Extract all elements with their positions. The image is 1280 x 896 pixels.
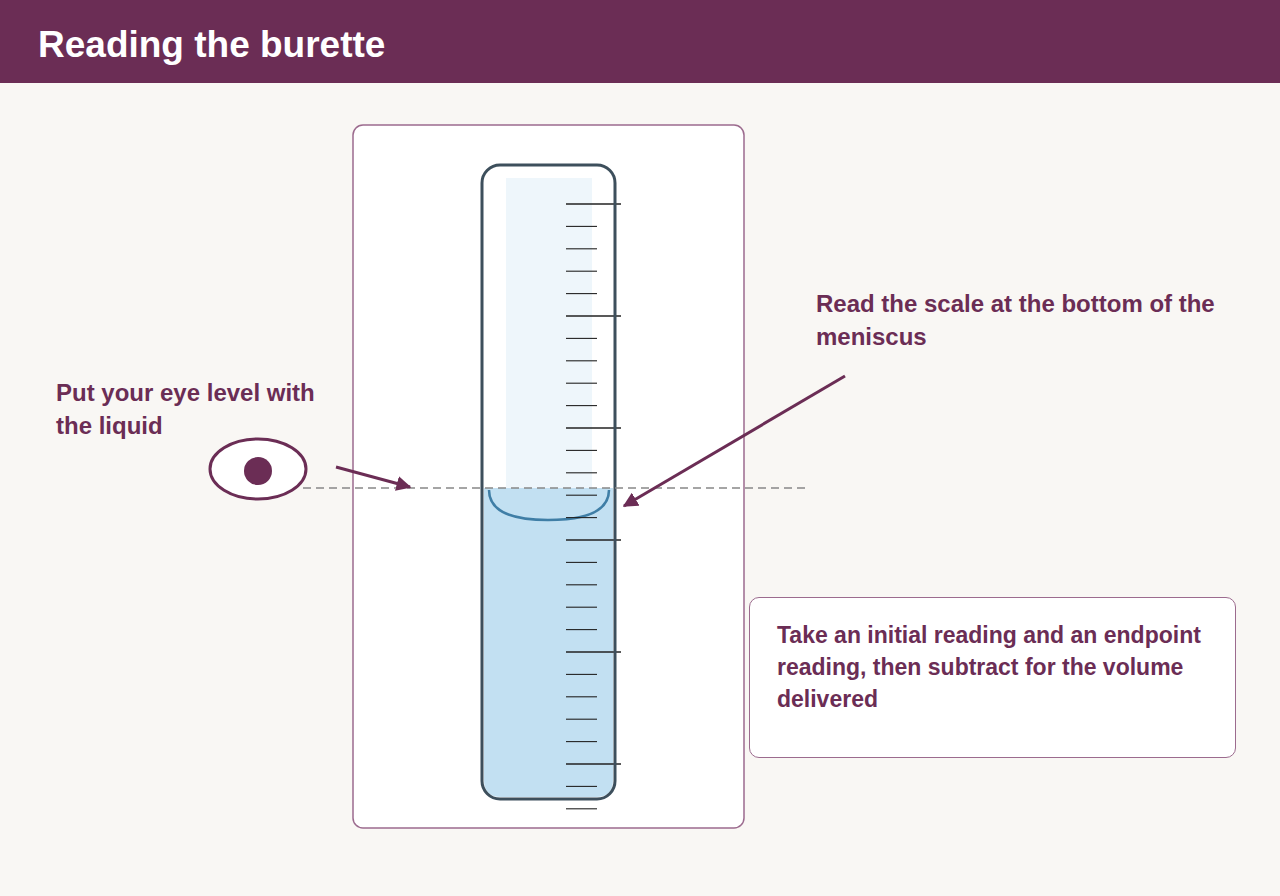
liquid xyxy=(484,488,613,797)
scale-tick xyxy=(566,741,597,742)
leader-arrow xyxy=(624,376,845,506)
callout-text: Put your eye level with the liquid xyxy=(56,376,326,442)
scale-tick xyxy=(566,203,621,205)
glass-highlight xyxy=(506,178,592,488)
scale-tick xyxy=(566,472,597,473)
burette-outline xyxy=(482,165,615,799)
eye-outline xyxy=(210,439,306,499)
panel xyxy=(353,125,744,828)
scale-tick xyxy=(566,248,597,249)
scale-tick xyxy=(566,651,621,653)
scale-tick xyxy=(566,360,597,361)
scale-tick xyxy=(566,383,597,384)
scale-tick xyxy=(566,271,597,272)
scale-tick xyxy=(566,719,597,720)
meniscus xyxy=(489,490,609,520)
note-box: Take an initial reading and an endpoint … xyxy=(749,597,1236,758)
eye-pupil xyxy=(244,457,272,485)
scale-tick xyxy=(566,808,597,809)
eye-level-line xyxy=(303,487,805,489)
scale-tick xyxy=(566,674,597,675)
scale-ticks xyxy=(566,204,621,809)
scale-tick xyxy=(566,405,597,406)
scale-tick xyxy=(566,338,597,339)
leader-arrow xyxy=(336,467,410,487)
scale-tick xyxy=(566,539,621,541)
note-text: Take an initial reading and an endpoint … xyxy=(777,619,1208,715)
scale-tick xyxy=(566,763,621,765)
scale-tick xyxy=(566,517,597,518)
scale-tick xyxy=(566,629,597,630)
scale-tick xyxy=(566,450,597,451)
scale-tick xyxy=(566,786,597,787)
scale-tick xyxy=(566,293,597,294)
scale-tick xyxy=(566,495,597,496)
scale-tick xyxy=(566,607,597,608)
scale-tick xyxy=(566,696,597,697)
scale-tick xyxy=(566,427,621,429)
scale-tick xyxy=(566,584,597,585)
scale-tick xyxy=(566,226,597,227)
scale-tick xyxy=(566,315,621,317)
callout-text: Read the scale at the bottom of the meni… xyxy=(816,287,1226,353)
scale-tick xyxy=(566,562,597,563)
page-title: Reading the burette xyxy=(38,24,385,66)
burette-inner xyxy=(483,166,614,798)
